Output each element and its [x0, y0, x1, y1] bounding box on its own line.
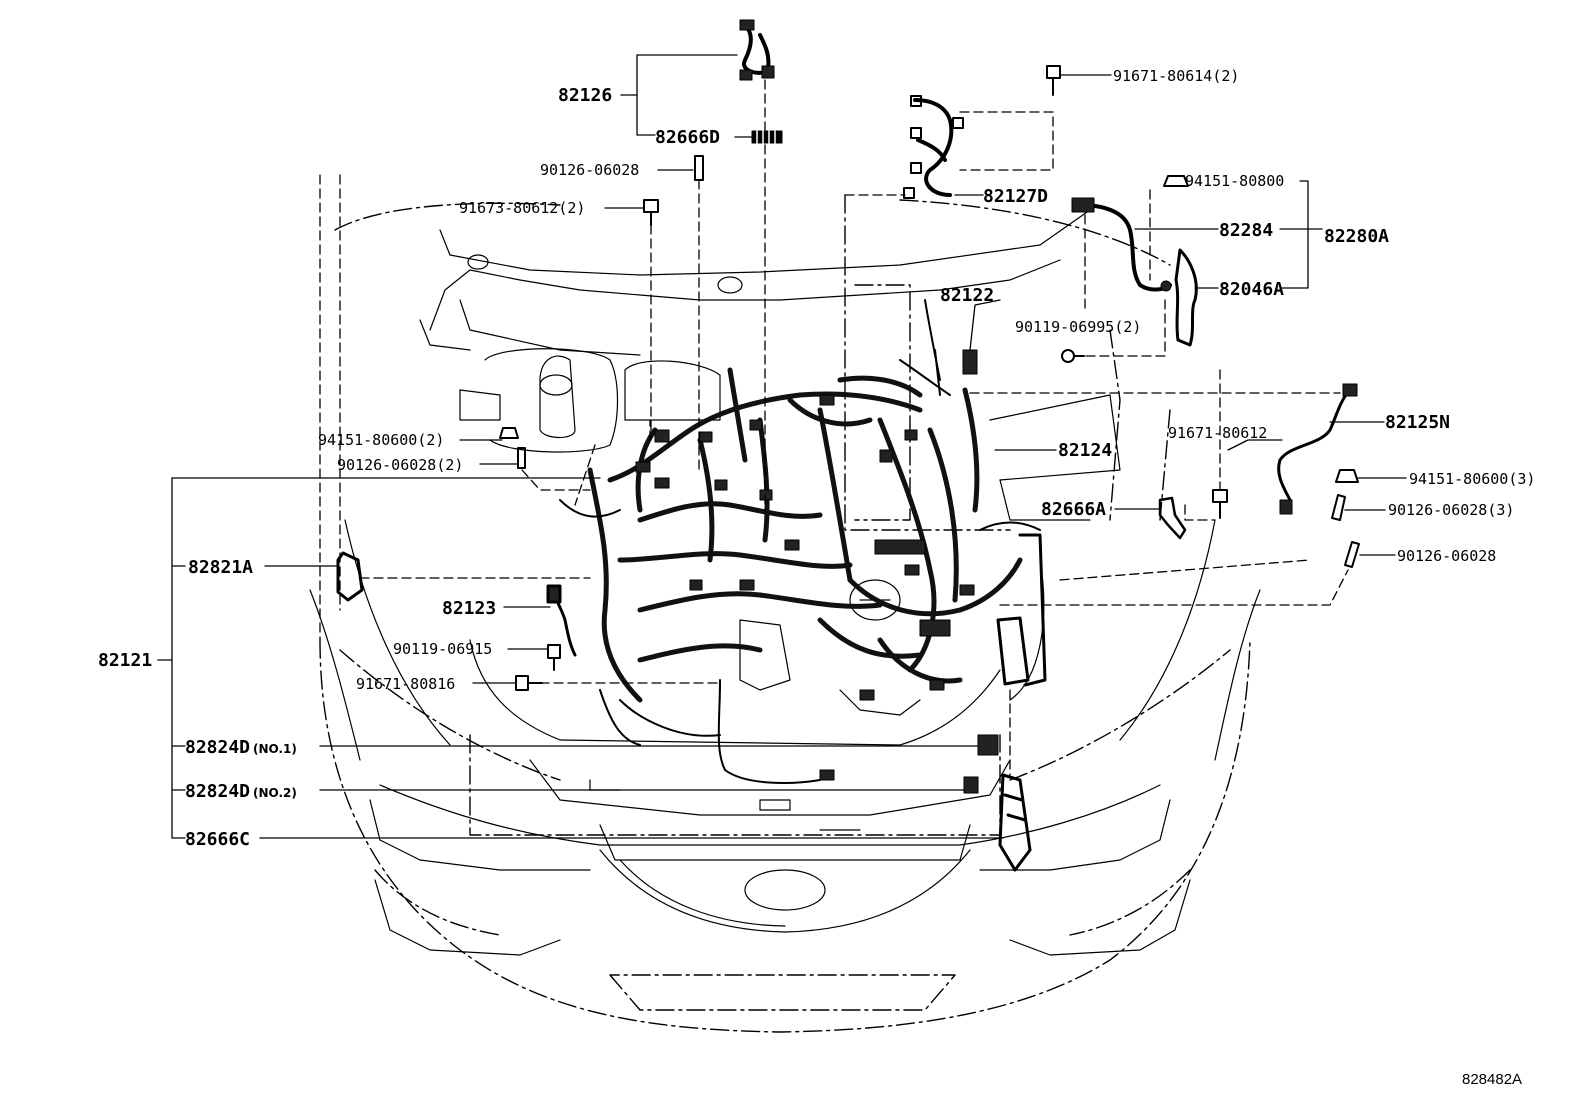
part-quantity: (2): [436, 456, 464, 474]
part-number: 94151-80600: [318, 431, 418, 449]
part-number: 91673-80612: [459, 199, 559, 217]
wire-82125N-ends: [1279, 383, 1358, 515]
wire-82125N-part: [1277, 388, 1352, 502]
part-number: 82127D: [983, 186, 1049, 207]
part-quantity: (NO.2): [253, 786, 297, 800]
part-callout-90126-06028: 90126-06028(2): [337, 458, 463, 473]
part-number: 82284: [1219, 220, 1274, 241]
part-number: 91671-80816: [356, 675, 456, 693]
harness-82126-connectors: [739, 19, 775, 81]
part-number: 90126-06028: [540, 161, 640, 179]
harness-connectors: [635, 394, 975, 781]
diagram-reference-code: 828482A: [1462, 1071, 1523, 1088]
part-number: 90126-06028: [1397, 547, 1497, 565]
part-callout-90119-06915: 90119-06915: [393, 642, 492, 657]
part-number: 94151-80800: [1185, 172, 1285, 190]
connector-82122-part: [962, 349, 978, 375]
part-number: 82124: [1058, 440, 1113, 461]
part-callout-90126-06028: 90126-06028(3): [1388, 503, 1514, 518]
cover-82046A-part: [1174, 248, 1198, 347]
clip-82666D-texture: [756, 130, 776, 144]
part-callout-82280a: 82280A: [1324, 228, 1389, 246]
part-quantity: (3): [1508, 470, 1536, 488]
part-number: 94151-80600: [1409, 470, 1509, 488]
part-quantity: (2): [1212, 67, 1240, 85]
engine-wire-harness-fine: [559, 299, 1041, 784]
part-callout-82824d: 82824D(NO.1): [185, 739, 297, 757]
part-callout-82125n: 82125N: [1385, 414, 1450, 432]
harness-82126-part: [742, 23, 771, 75]
part-number: 90126-06028: [337, 456, 437, 474]
part-callout-82666d: 82666D: [655, 129, 720, 147]
part-number: 82126: [558, 85, 613, 106]
part-callout-90126-06028: 90126-06028: [540, 163, 639, 178]
part-callout-90126-06028: 90126-06028: [1397, 549, 1496, 564]
clip-82666A-part: [1158, 496, 1187, 540]
part-quantity: (2): [417, 431, 445, 449]
part-number: 82122: [940, 285, 995, 306]
bracket-82666C-part: [998, 773, 1032, 872]
part-callout-91671-80614: 91671-80614(2): [1113, 69, 1239, 84]
part-callout-82046a: 82046A: [1219, 281, 1284, 299]
part-number: 91671-80612: [1168, 424, 1268, 442]
part-callout-82666c: 82666C: [185, 831, 250, 849]
part-callout-90119-06995: 90119-06995(2): [1015, 320, 1141, 335]
harness-82127D-part: [913, 98, 954, 197]
part-callout-82126: 82126: [558, 87, 612, 105]
car-body-outline: [319, 194, 1251, 1033]
sensor-82123-part: [546, 584, 577, 657]
part-callout-82121: 82121: [98, 652, 152, 670]
cable-82284-ends: [1071, 197, 1172, 292]
part-quantity: (2): [558, 199, 586, 217]
part-number: 82666A: [1041, 499, 1107, 520]
part-quantity: (3): [1487, 501, 1515, 519]
part-quantity: (NO.1): [253, 742, 297, 756]
part-number: 82280A: [1324, 226, 1390, 247]
part-callout-94151-80600: 94151-80600(2): [318, 433, 444, 448]
part-quantity: (2): [1114, 318, 1142, 336]
part-number: 82123: [442, 598, 497, 619]
part-number: 90119-06915: [393, 640, 493, 658]
part-callout-82284: 82284: [1219, 222, 1273, 240]
part-number: 82666C: [185, 829, 251, 850]
part-callout-82824d: 82824D(NO.2): [185, 783, 297, 801]
part-number: 90126-06028: [1388, 501, 1488, 519]
part-number: 90119-06995: [1015, 318, 1115, 336]
connector-82821A-part: [336, 551, 364, 602]
part-callout-94151-80600: 94151-80600(3): [1409, 472, 1535, 487]
harness-82127D-connectors: [903, 95, 964, 199]
part-number: 82824D: [185, 781, 251, 802]
cable-82284-part: [1078, 203, 1172, 292]
part-callout-91671-80612: 91671-80612: [1168, 426, 1267, 441]
part-callout-82127d: 82127D: [983, 188, 1048, 206]
part-callout-91671-80816: 91671-80816: [356, 677, 455, 692]
part-number: 82824D: [185, 737, 251, 758]
part-callout-82666a: 82666A: [1041, 501, 1106, 519]
leader-lines: [157, 54, 1407, 839]
fasteners: [499, 65, 1360, 691]
part-callout-82123: 82123: [442, 600, 496, 618]
part-number: 82046A: [1219, 279, 1285, 300]
part-callout-82122: 82122: [940, 287, 994, 305]
part-number: 82666D: [655, 127, 721, 148]
relay-82824D-parts: [963, 734, 999, 794]
part-number: 82821A: [188, 557, 254, 578]
part-callout-82821a: 82821A: [188, 559, 253, 577]
bracket-vertical-part: [996, 533, 1047, 687]
part-callout-94151-80800: 94151-80800: [1185, 174, 1284, 189]
dashed-reference-lines: [319, 79, 1349, 776]
part-callout-91673-80612: 91673-80612(2): [459, 201, 585, 216]
part-number: 82121: [98, 650, 153, 671]
part-number: 82125N: [1385, 412, 1451, 433]
engine-wire-harness: [587, 367, 1023, 703]
body-contour-lines: [309, 209, 1261, 956]
part-number: 91671-80614: [1113, 67, 1213, 85]
part-callout-82124: 82124: [1058, 442, 1112, 460]
